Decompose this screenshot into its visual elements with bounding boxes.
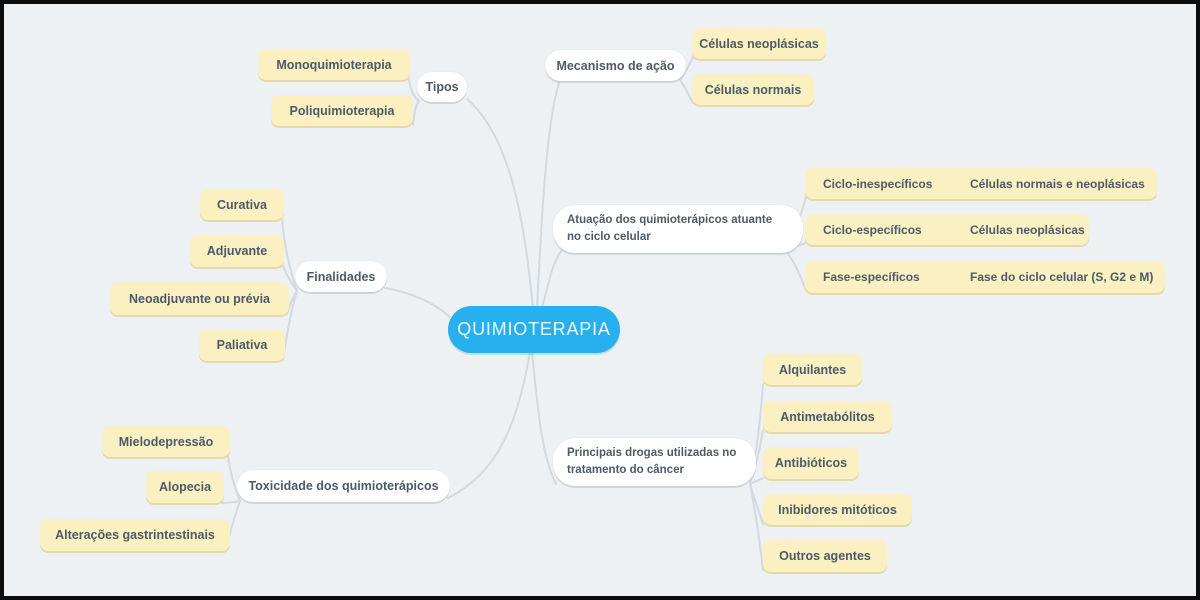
topic-alteracoes-gastrintestinais[interactable]: Alterações gastrintestinais (40, 519, 230, 551)
topic-celulas-normais[interactable]: Células normais (692, 74, 814, 105)
topic-ciclo-especificos[interactable]: Ciclo-específicos Células neoplásicas (805, 214, 1089, 245)
branch-principais-drogas[interactable]: Principais drogas utilizadas no tratamen… (553, 438, 756, 486)
central-topic[interactable]: QUIMIOTERAPIA (448, 306, 620, 353)
branch-principais-drogas-label: Principais drogas utilizadas no tratamen… (567, 446, 737, 476)
topic-antimetabolitos[interactable]: Antimetabólitos (763, 401, 892, 432)
row-label: Ciclo-inespecíficos (823, 176, 933, 191)
row-detail: Fase do ciclo celular (S, G2 e M) (970, 270, 1154, 284)
topic-mielodepressao[interactable]: Mielodepressão (102, 426, 230, 457)
row-detail: Células neoplásicas (970, 222, 1085, 237)
branch-mecanismo-de-acao[interactable]: Mecanismo de ação (545, 50, 686, 81)
branch-tipos[interactable]: Tipos (417, 72, 467, 102)
topic-alquilantes[interactable]: Alquilantes (763, 354, 862, 385)
row-detail: Células normais e neoplásicas (970, 176, 1145, 191)
topic-adjuvante[interactable]: Adjuvante (190, 235, 284, 267)
topic-celulas-neoplasicas[interactable]: Células neoplásicas (692, 28, 826, 59)
row-label: Fase-específicos (823, 270, 920, 284)
topic-paliativa[interactable]: Paliativa (199, 329, 285, 361)
row-label: Ciclo-específicos (823, 222, 922, 237)
topic-outros-agentes[interactable]: Outros agentes (763, 540, 887, 572)
topic-poliquimioterapia[interactable]: Poliquimioterapia (271, 95, 413, 126)
branch-atuacao-ciclo-celular[interactable]: Atuação dos quimioterápicos atuante no c… (553, 205, 803, 253)
branch-finalidades[interactable]: Finalidades (295, 261, 387, 292)
topic-monoquimioterapia[interactable]: Monoquimioterapia (258, 49, 410, 80)
connector-central-tipos (466, 98, 534, 310)
connector-central-mecanismo (536, 79, 561, 310)
connector-central-finalidades (384, 287, 451, 318)
connector-central-toxicidade (447, 351, 531, 499)
branch-atuacao-label: Atuação dos quimioterápicos atuante no c… (567, 213, 773, 243)
topic-antibioticos[interactable]: Antibióticos (763, 447, 859, 479)
topic-curativa[interactable]: Curativa (200, 189, 284, 220)
topic-fase-especificos[interactable]: Fase-específicos Fase do ciclo celular (… (805, 261, 1165, 293)
topic-neoadjuvante-ou-previa[interactable]: Neoadjuvante ou prévia (110, 282, 289, 315)
branch-toxicidade[interactable]: Toxicidade dos quimioterápicos (237, 470, 450, 502)
topic-inibidores-mitoticos[interactable]: Inibidores mitóticos (763, 494, 912, 525)
topic-ciclo-inespecificos[interactable]: Ciclo-inespecíficos Células normais e ne… (805, 168, 1157, 199)
connector-central-atuacao (540, 249, 563, 312)
topic-alopecia[interactable]: Alopecia (146, 471, 224, 503)
